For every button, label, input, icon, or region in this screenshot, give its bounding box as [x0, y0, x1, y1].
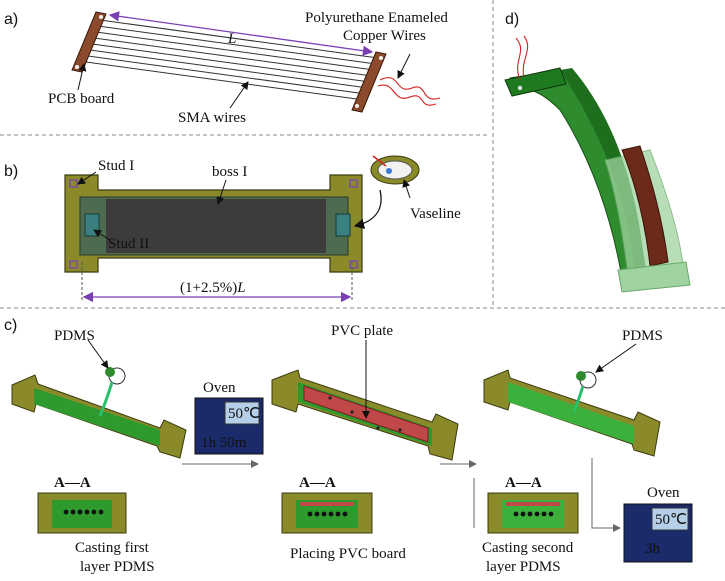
- stud-i-tr: [349, 179, 358, 188]
- boss-i: [106, 199, 326, 253]
- panel-label-c: c): [4, 317, 17, 334]
- sma-leader: [229, 81, 249, 109]
- panel-label-d: d): [505, 11, 519, 28]
- pdms-2-leader: [595, 343, 637, 373]
- section-1-label: A—A: [54, 475, 91, 491]
- section-3: [487, 492, 579, 534]
- section-2: [281, 492, 373, 534]
- actuator-pvc-layer: [621, 145, 669, 267]
- oven-2-time: 3h: [645, 541, 661, 557]
- step-1-mold: [11, 374, 187, 459]
- flow-arrow-3: [591, 458, 621, 532]
- vaseline-label: Vaseline: [410, 206, 461, 222]
- panel-separators: [0, 0, 725, 309]
- stud-i-bl: [69, 260, 78, 269]
- oven-1-time: 1h 50m: [201, 435, 247, 451]
- actuator-base: [617, 261, 691, 293]
- length-arrow: [108, 11, 374, 56]
- oven-2-label: Oven: [647, 485, 680, 501]
- actuator-wires: [515, 35, 529, 81]
- stud-i-label: Stud I: [98, 158, 134, 174]
- step-2-caption: Placing PVC board: [290, 546, 406, 562]
- step-1-caption-line1: Casting first: [75, 540, 150, 556]
- pcb-board-left: [71, 11, 107, 73]
- length-symbol: L: [227, 31, 236, 47]
- sma-wires-label: SMA wires: [178, 110, 246, 126]
- pcb-board-label: PCB board: [48, 91, 115, 107]
- panel-d: d): [504, 11, 691, 293]
- copper-leader: [397, 53, 411, 79]
- vaseline-leader: [402, 179, 411, 199]
- stud-ii-left: [84, 213, 100, 237]
- pcb-leader: [77, 63, 87, 91]
- vaseline-container: [370, 155, 420, 185]
- pcb-board-right: [351, 51, 387, 113]
- panel-label-a: a): [4, 11, 18, 28]
- boss-i-leader: [216, 179, 227, 205]
- vaseline-apply-arrow: [353, 189, 382, 229]
- pdms-1-leader: [87, 339, 109, 369]
- step-1-caption-line2: layer PDMS: [80, 559, 155, 575]
- step-3-caption-line1: Casting second: [482, 540, 574, 556]
- step-2-mold: [271, 369, 459, 461]
- pdms-dropper-1: [98, 367, 126, 417]
- copper-label-line2: Copper Wires: [343, 28, 426, 44]
- panel-a: a) L PCB board: [4, 10, 448, 126]
- step-3-caption-line2: layer PDMS: [486, 559, 561, 575]
- stud-i-leader: [77, 171, 97, 185]
- stud-i-tl: [69, 179, 78, 188]
- oven-1-temp-box: [224, 401, 260, 425]
- oven-2-temp-box: [651, 507, 689, 531]
- stud-ii-right: [335, 213, 351, 237]
- oven-2-temp: 50℃: [655, 512, 687, 528]
- pvc-plate-label: PVC plate: [331, 323, 393, 339]
- dimension-label: (1+2.5%)L: [180, 280, 246, 296]
- pdms-1-label: PDMS: [54, 328, 95, 344]
- pdms-2-label: PDMS: [622, 328, 663, 344]
- section-2-label: A—A: [299, 475, 336, 491]
- oven-1-label: Oven: [203, 380, 236, 396]
- stud-ii-label: Stud II: [108, 236, 149, 252]
- boss-i-label: boss I: [212, 164, 247, 180]
- copper-label-line1: Polyurethane Enameled: [305, 10, 448, 26]
- step-3-mold: [483, 369, 661, 457]
- panel-b: b) Stud I boss I Stud II Vaseline: [4, 155, 461, 303]
- stud-i-br: [349, 260, 358, 269]
- copper-wires: [377, 77, 441, 106]
- oven-1-temp: 50℃: [228, 406, 260, 422]
- panel-label-b: b): [4, 163, 18, 180]
- pdms-dropper-2: [572, 371, 597, 413]
- section-3-label: A—A: [505, 475, 542, 491]
- panel-c: c) PDMS Oven 50℃ 1h 50m A—A Casting firs…: [4, 317, 693, 575]
- section-1: [37, 492, 127, 534]
- stud-ii-leader: [93, 229, 111, 241]
